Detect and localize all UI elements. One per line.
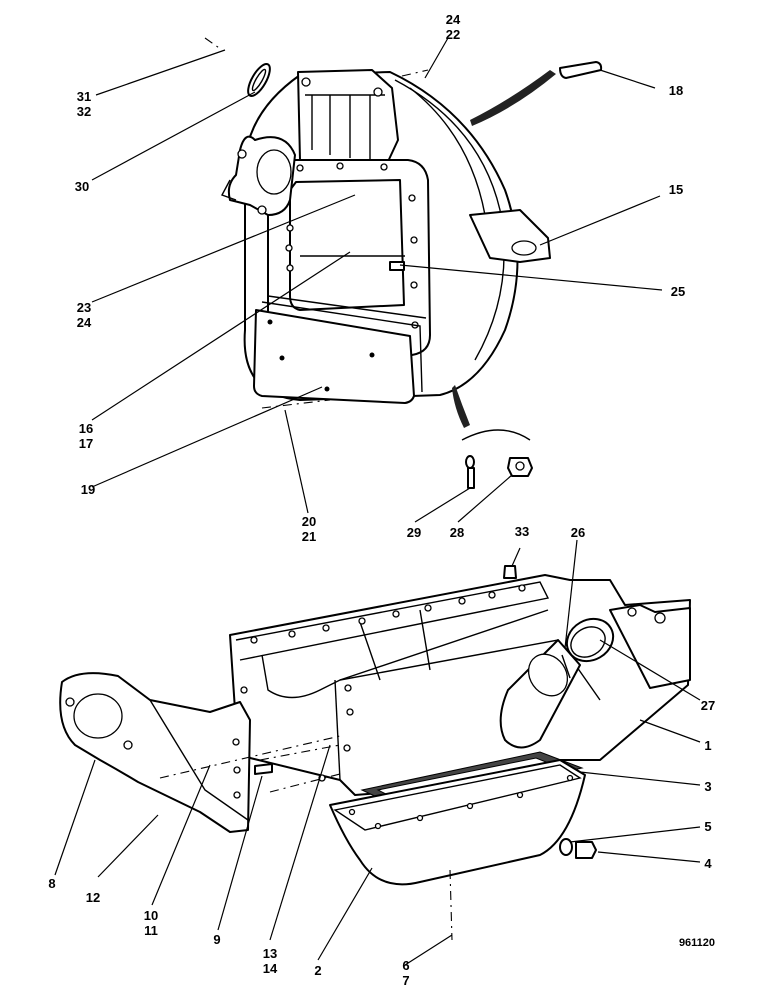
callout-24-top: 24 [446,12,461,27]
flange-bolt-holes [285,162,419,329]
callout-19: 19 [81,482,95,497]
callout-20: 20 [302,514,316,529]
callout-1: 1 [704,738,711,753]
callout-25: 25 [671,284,685,299]
dowel-9 [254,763,273,775]
callout-23: 23 [77,300,91,315]
callout-16-17: 16 17 [79,421,93,451]
callout-26: 26 [571,525,585,540]
callout-17: 17 [79,436,93,451]
flywheel-housing [221,69,556,428]
callout-3: 3 [704,779,711,794]
callout-6: 6 [402,958,409,973]
callout-21: 21 [302,529,316,544]
callout-6-7: 6 7 [402,958,409,988]
callout-18: 18 [669,83,683,98]
callout-14: 14 [263,961,278,976]
callout-31-32: 31 32 [77,89,91,119]
filler-cap-27 [561,617,615,679]
breather-33 [503,565,517,579]
callout-4: 4 [704,856,712,871]
crankcase-bolt-holes [240,584,526,782]
callout-12: 12 [86,890,100,905]
callout-30: 30 [75,179,89,194]
callout-13-14: 13 14 [263,946,278,976]
crankcase-body [229,574,691,796]
callout-33: 33 [515,524,529,539]
callout-28: 28 [450,525,464,540]
callout-8: 8 [48,876,55,891]
callout-16: 16 [79,421,93,436]
callout-9: 9 [213,932,220,947]
drain-plug-4 [559,838,597,859]
dowel-pin-18 [559,61,603,79]
split-pin-31 [247,63,271,97]
callout-24-mid: 24 [77,315,92,330]
callout-10-11: 10 11 [144,908,158,938]
callout-32: 32 [77,104,91,119]
callout-22: 22 [446,27,460,42]
hex-nut-28 [507,457,533,477]
clevis-pin-29 [465,455,475,489]
callout-20-21: 20 21 [302,514,316,544]
sump-pan-2 [329,759,586,886]
callout-31: 31 [77,89,91,104]
leader-lines [54,37,701,966]
callout-5: 5 [704,819,711,834]
callout-10: 10 [144,908,158,923]
callout-2: 2 [314,963,321,978]
drawing-reference: 961120 [679,937,715,949]
callout-13: 13 [263,946,277,961]
callout-15: 15 [669,182,683,197]
front-bracket-8 [59,672,251,833]
callout-7: 7 [402,973,409,988]
callout-24-22: 24 22 [446,12,461,42]
callout-11: 11 [144,923,158,938]
callout-23-24: 23 24 [77,300,92,330]
callout-29: 29 [407,525,421,540]
callout-27: 27 [701,698,715,713]
